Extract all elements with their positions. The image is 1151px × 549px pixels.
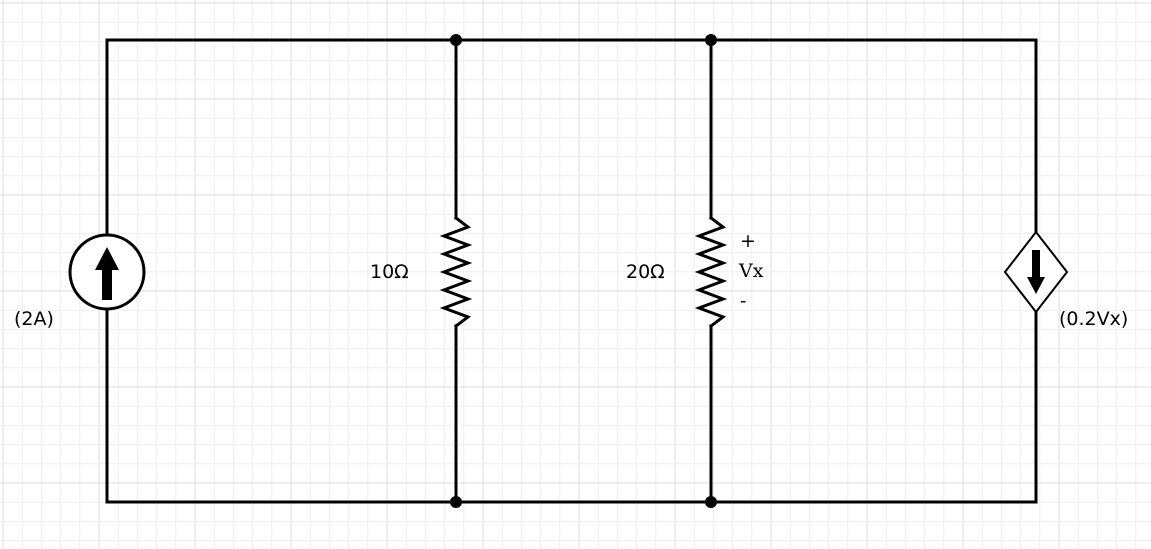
dependent-current-source-diamond-icon <box>1003 230 1069 314</box>
dependent-source-arrow-down-icon <box>1027 250 1045 294</box>
vx-minus-sign: - <box>740 290 746 312</box>
junction-dot-bottom-r1 <box>450 496 462 508</box>
junction-dot-bottom-r2 <box>705 496 717 508</box>
current-source-label: (2A) <box>14 308 54 330</box>
resistor-1-label: 10Ω <box>370 261 409 283</box>
junction-nodes <box>450 34 717 508</box>
resistor-20-ohm-icon <box>694 215 728 329</box>
resistor-10-ohm-icon <box>439 215 473 329</box>
resistor-2-label: 20Ω <box>626 261 665 283</box>
vx-label: Vx <box>738 260 764 282</box>
current-source-arrow-up-icon <box>95 247 119 300</box>
junction-dot-top-r1 <box>450 34 462 46</box>
junction-dot-top-r2 <box>705 34 717 46</box>
vx-plus-sign: + <box>740 230 756 252</box>
dependent-source-label: (0.2Vx) <box>1059 308 1128 330</box>
circuit-wires <box>105 38 1038 504</box>
independent-current-source-icon <box>68 233 146 311</box>
